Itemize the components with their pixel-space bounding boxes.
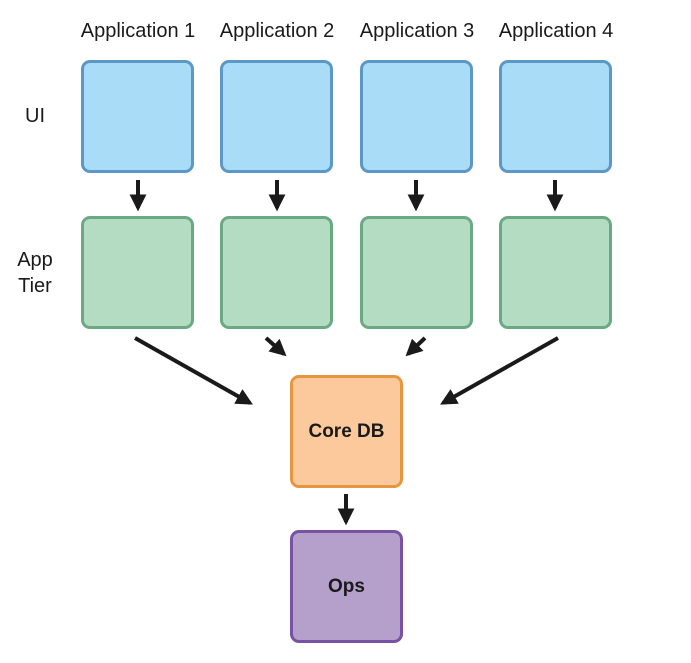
application-1-title: Application 1 xyxy=(80,20,196,42)
ui-box-application-2 xyxy=(220,60,333,173)
ops-box: Ops xyxy=(290,530,403,643)
app-tier-box-application-4 xyxy=(499,216,612,329)
ui-box-application-3 xyxy=(360,60,473,173)
application-2-title: Application 2 xyxy=(219,20,335,42)
ui-box-application-4 xyxy=(499,60,612,173)
app-tier-box-application-1 xyxy=(81,216,194,329)
arrow-app-4-to-core-db xyxy=(440,336,559,405)
app-tier-row-label: App Tier xyxy=(0,247,70,299)
ui-box-application-1 xyxy=(81,60,194,173)
arrow-app-1-to-core-db xyxy=(134,336,253,405)
ui-row-label: UI xyxy=(25,105,45,127)
ops-label: Ops xyxy=(328,575,365,597)
arrow-app-3-to-core-db xyxy=(405,336,427,357)
core-db-box: Core DB xyxy=(290,375,403,488)
application-4-title: Application 4 xyxy=(498,20,614,42)
application-3-title: Application 3 xyxy=(359,20,475,42)
app-tier-box-application-3 xyxy=(360,216,473,329)
app-tier-label-line2: Tier xyxy=(18,275,52,297)
core-db-label: Core DB xyxy=(308,420,385,442)
app-tier-label-line1: App xyxy=(17,249,53,271)
arrow-app-2-to-core-db xyxy=(264,336,287,357)
app-tier-box-application-2 xyxy=(220,216,333,329)
